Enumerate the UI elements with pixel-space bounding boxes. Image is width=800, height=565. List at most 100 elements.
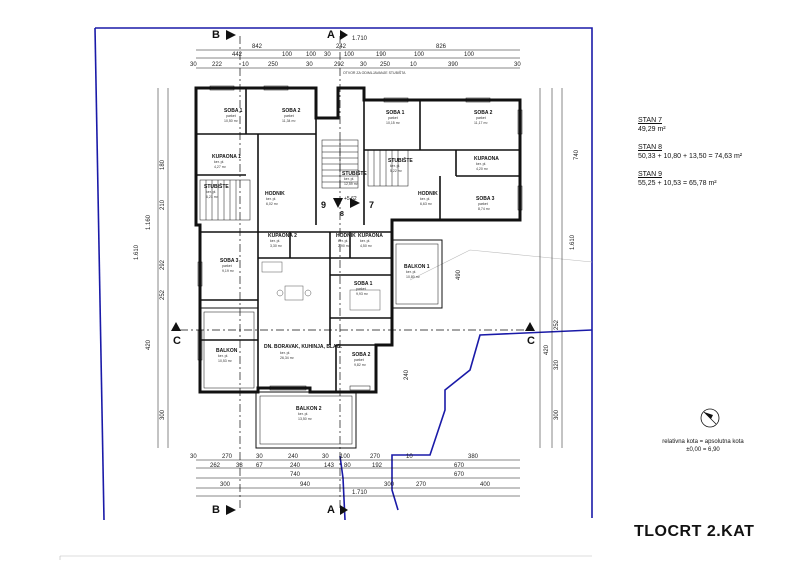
elevation-note-line1: relativna kota = apsolutna kota	[662, 439, 744, 445]
room-16-sub: ker. pl.	[406, 270, 416, 274]
room-12-sub: ker. pl.	[270, 239, 280, 243]
room-labels: SOBA 1 parket 10,50 m² SOBA 2 parket 11,…	[204, 108, 499, 421]
dim-bot-r2-7: 670	[454, 463, 465, 469]
room-14-area: 4,50 m²	[360, 244, 373, 248]
room-20-sub: parket	[354, 358, 364, 362]
section-b-bottom: B	[212, 504, 220, 516]
plot-boundary	[94, 27, 593, 521]
room-9-area: 4,20 m²	[476, 167, 489, 171]
legend-stan-7: STAN 7 49,29 m²	[638, 116, 742, 134]
dim-top-r3-3: 250	[268, 62, 279, 68]
dim-right-6: 490	[456, 269, 462, 280]
section-markers	[171, 30, 535, 515]
room-8-area: 5,22 m²	[390, 169, 403, 173]
dim-top-3: 826	[436, 44, 447, 50]
top-dimensions: 842 242 826 1.710 442 100 100 30 100 190…	[190, 36, 521, 68]
legend-stan-9-name: STAN 9	[638, 171, 662, 178]
room-19-sub: ker. pl.	[280, 351, 290, 355]
room-1-area: 11,34 m²	[282, 119, 296, 123]
balconies	[199, 239, 443, 449]
dim-left-3: 292	[160, 259, 166, 270]
room-9-name: KUPAONA	[474, 156, 499, 162]
room-20-area: 9,82 m²	[354, 363, 367, 367]
room-8-name: STUBIŠTE	[388, 156, 413, 164]
room-6-sub: parket	[388, 116, 398, 120]
dim-top-r2-2: 100	[306, 52, 317, 58]
room-16-name: BALKON 1	[404, 264, 430, 270]
room-0-name: SOBA 1	[224, 108, 243, 114]
room-7-name: SOBA 2	[474, 110, 493, 116]
room-3-area: 6,21 m²	[206, 195, 219, 199]
room-0-sub: parket	[226, 114, 236, 118]
room-2-area: 4,27 m²	[214, 165, 227, 169]
room-10-name: HODNIK	[418, 191, 438, 197]
dim-bot-r1-1: 270	[222, 454, 233, 460]
dim-top-r3-9: 390	[448, 62, 459, 68]
smoke-vent-note-text: OTVOR ZA ODIMLJAVANJE STUBIŠTA	[343, 70, 406, 75]
section-a-top: A	[327, 29, 335, 41]
legend-stan-7-name: STAN 7	[638, 117, 662, 124]
dim-top-r3-0: 30	[190, 62, 197, 68]
dim-bot-r1-4: 30	[322, 454, 329, 460]
room-21-name: BALKON 2	[296, 406, 322, 412]
section-c-right: C	[527, 335, 535, 347]
dim-top-r3-10: 30	[514, 62, 521, 68]
room-3-sub: ker. pl.	[206, 190, 216, 194]
room-19-area: 26,34 m²	[280, 356, 295, 360]
room-1-sub: parket	[284, 114, 294, 118]
dim-right-3: 420	[544, 344, 550, 355]
building-walls	[194, 86, 522, 394]
dim-bot-r1-0: 30	[190, 454, 197, 460]
legend-stan-9-value: 55,25 + 10,53 = 65,78 m²	[638, 180, 717, 187]
room-10-area: 6,63 m²	[420, 202, 433, 206]
dim-top-r2-5: 190	[376, 52, 387, 58]
dim-right-4: 320	[554, 359, 560, 370]
room-5-name: STUBIŠTE	[342, 169, 367, 177]
room-14-sub: ker. pl.	[360, 239, 370, 243]
dim-left-1: 1.610	[134, 244, 140, 260]
stair-marker-8: 8	[340, 211, 344, 218]
dimension-lines	[157, 49, 563, 497]
dim-bot-r4-0: 300	[220, 482, 231, 488]
dim-top-r3-4: 30	[306, 62, 313, 68]
dim-top-r3-8: 10	[410, 62, 417, 68]
dim-bot-r2-0: 262	[210, 463, 221, 469]
dim-bot-r1-8: 380	[468, 454, 479, 460]
bottom-dimensions: 30 270 30 240 30 100 270 10 380 262 38 6…	[190, 454, 491, 496]
room-17-sub: parket	[356, 287, 366, 291]
room-6-area: 10,15 m²	[386, 121, 401, 125]
room-18-sub: ker. pl.	[218, 354, 228, 358]
legend-stan-8-value: 50,33 + 10,80 + 13,50 = 74,63 m²	[638, 153, 743, 160]
room-13-name: HODNIK	[336, 233, 356, 239]
right-dimensions: 740 1.610 252 420 320 300 490 240	[404, 149, 580, 420]
dim-bot-r1-3: 240	[288, 454, 299, 460]
dim-right-2: 252	[554, 319, 560, 330]
dim-bot-r2-6: 192	[372, 463, 383, 469]
dim-right-1: 1.610	[570, 234, 576, 250]
room-4-area: 6,02 m²	[266, 202, 279, 206]
dim-bot-r2-1: 38	[236, 463, 243, 469]
room-20-name: SOBA 2	[352, 352, 371, 358]
room-16-area: 10,80 m²	[406, 275, 421, 279]
room-9-sub: ker. pl.	[476, 162, 486, 166]
dim-top-r2-6: 100	[414, 52, 425, 58]
room-18-area: 10,53 m²	[218, 359, 233, 363]
stair-markers	[333, 198, 360, 208]
dim-top-r2-0: 442	[232, 52, 243, 58]
north-arrow-icon	[700, 408, 720, 428]
elevation-note-line2: ±0,00 = 6,90	[686, 447, 720, 453]
room-1-name: SOBA 2	[282, 108, 301, 114]
room-6-name: SOBA 1	[386, 110, 405, 116]
dim-top-r3-1: 222	[212, 62, 223, 68]
dim-bot-r2-2: 67	[256, 463, 263, 469]
room-8-sub: ker. pl.	[390, 164, 400, 168]
dim-bot-r2-4: 143	[324, 463, 335, 469]
dim-bot-r4-2: 300	[384, 482, 395, 488]
dim-left-7: 300	[160, 409, 166, 420]
dim-right-7: 240	[404, 369, 410, 380]
dim-bot-r2-3: 240	[290, 463, 301, 469]
room-14-name: KUPAONA	[358, 233, 383, 239]
legend-stan-8-name: STAN 8	[638, 144, 662, 151]
section-b-top: B	[212, 29, 220, 41]
